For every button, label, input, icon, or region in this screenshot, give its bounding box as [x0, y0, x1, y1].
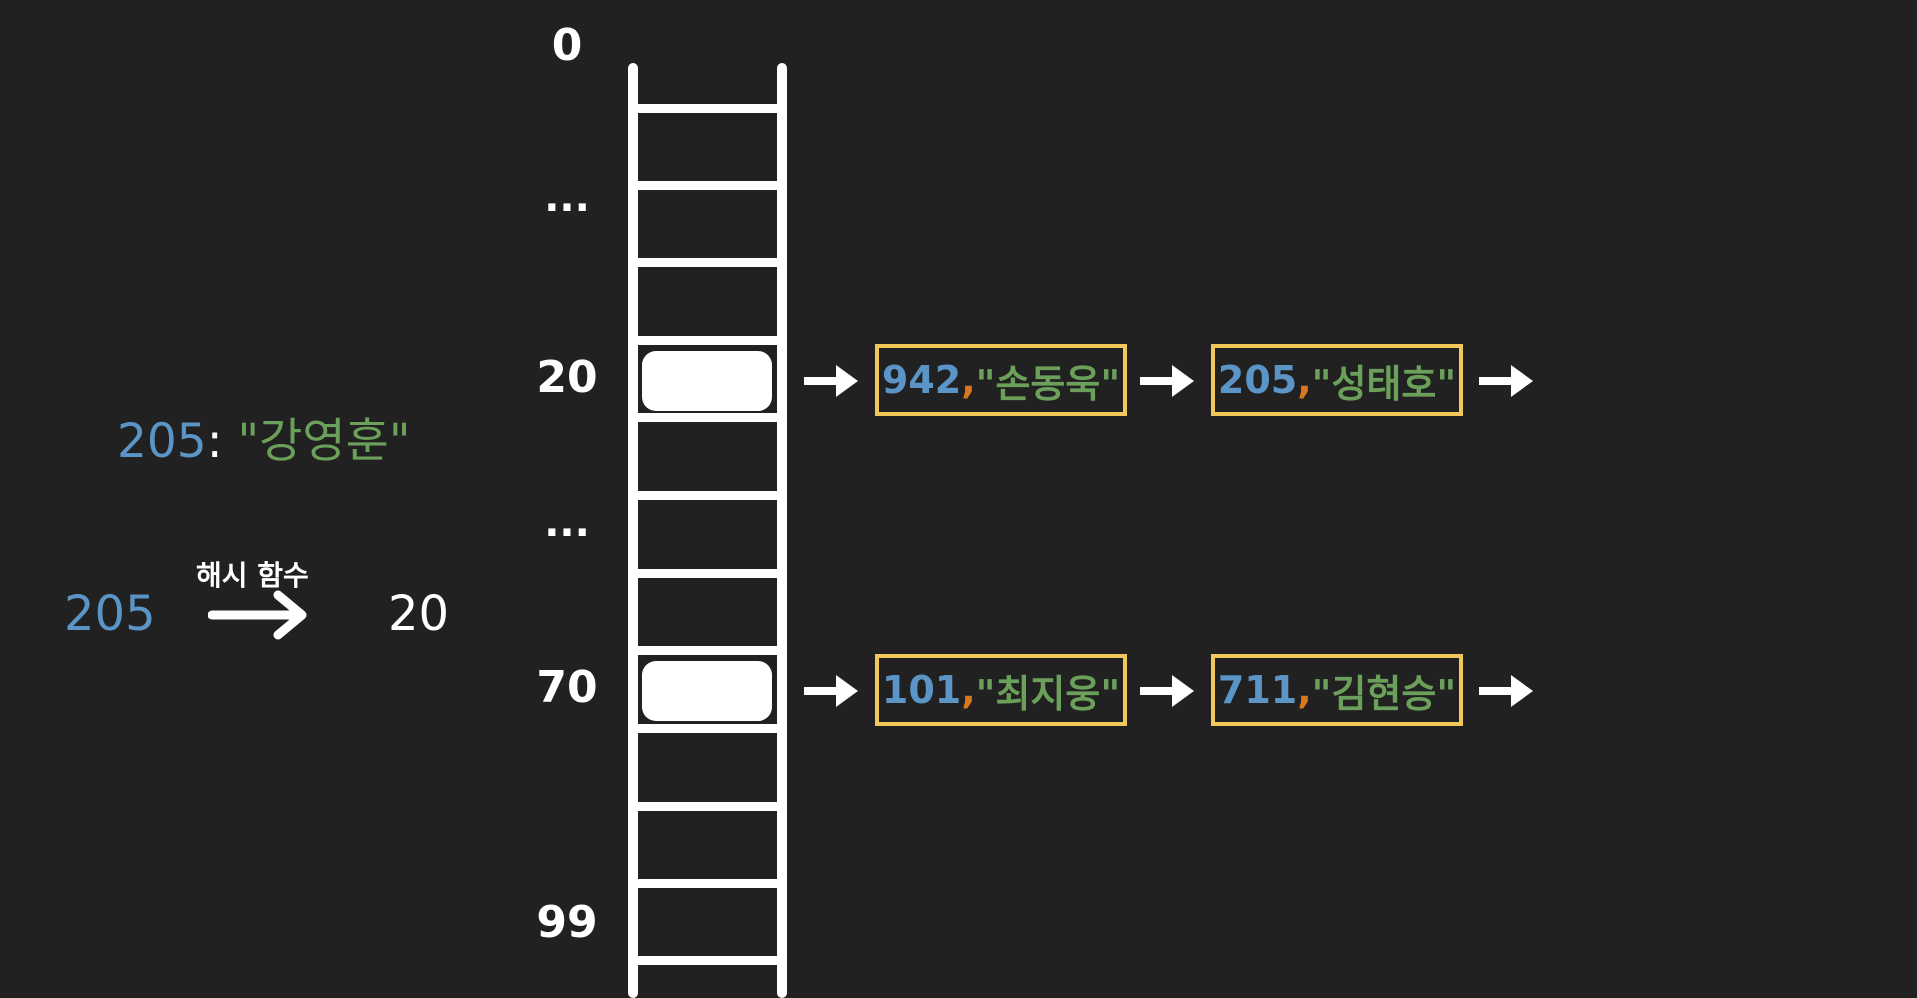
- hash-function-label: 해시 함수: [196, 559, 309, 592]
- node-comma: ,: [1297, 358, 1312, 402]
- entry-key: 205: [117, 414, 207, 469]
- chain-node: 101, "최지웅": [875, 654, 1127, 726]
- node-key: 942: [881, 358, 962, 402]
- chain-node: 711, "김현승": [1211, 654, 1463, 726]
- pointer-arrow-icon: [802, 671, 860, 711]
- array-cell-divider: [628, 802, 787, 811]
- node-value: "최지웅": [975, 671, 1121, 716]
- entry-separator: :: [206, 414, 238, 469]
- bucket-20-cell: [642, 351, 772, 411]
- index-dots-2: ...: [544, 500, 590, 546]
- array-cell-divider: [628, 646, 787, 655]
- node-comma: ,: [961, 358, 976, 402]
- array-cell-divider: [628, 258, 787, 267]
- node-key: 101: [881, 668, 962, 712]
- pointer-arrow-icon: [802, 361, 860, 401]
- array-cell-divider: [628, 181, 787, 190]
- node-value: "손동욱": [975, 361, 1121, 406]
- array-cell-divider: [628, 104, 787, 113]
- node-value: "김현승": [1311, 671, 1457, 716]
- node-value: "성태호": [1311, 361, 1457, 406]
- index-label-0: 0: [551, 20, 583, 71]
- array-cell-divider: [628, 569, 787, 578]
- chain-node: 942, "손동욱": [875, 344, 1127, 416]
- index-label-20: 20: [536, 352, 598, 403]
- pointer-arrow-icon: [1477, 671, 1535, 711]
- index-label-99: 99: [536, 897, 598, 948]
- pointer-arrow-icon: [1138, 671, 1196, 711]
- node-comma: ,: [1297, 668, 1312, 712]
- node-key: 711: [1217, 668, 1298, 712]
- pointer-arrow-icon: [1138, 361, 1196, 401]
- array-cell-divider: [628, 336, 787, 345]
- hash-output: 20: [388, 586, 450, 642]
- index-label-70: 70: [536, 662, 598, 713]
- node-key: 205: [1217, 358, 1298, 402]
- entry-pair: 205: "강영훈": [117, 418, 410, 465]
- hash-arrow-icon: [208, 590, 310, 640]
- hash-input: 205: [64, 586, 156, 642]
- index-dots-1: ...: [544, 175, 590, 221]
- pointer-arrow-icon: [1477, 361, 1535, 401]
- entry-value: "강영훈": [237, 414, 411, 469]
- array-left-rail: [628, 63, 638, 998]
- array-cell-divider: [628, 879, 787, 888]
- chain-node: 205, "성태호": [1211, 344, 1463, 416]
- array-cell-divider: [628, 724, 787, 733]
- array-cell-divider: [628, 491, 787, 500]
- array-right-rail: [777, 63, 787, 998]
- array-cell-divider: [628, 956, 787, 965]
- bucket-70-cell: [642, 661, 772, 721]
- node-comma: ,: [961, 668, 976, 712]
- array-cell-divider: [628, 413, 787, 422]
